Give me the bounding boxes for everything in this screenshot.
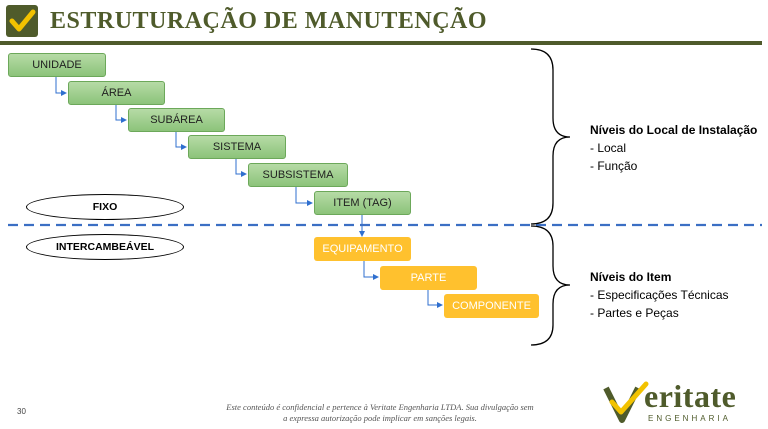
confidentiality-line-1: Este conteúdo é confidencial e pertence … — [226, 402, 534, 412]
brace-local — [530, 48, 571, 225]
zone-label-intercambeavel: INTERCAMBEÁVEL — [26, 234, 184, 260]
item-group-item: - Partes e Peças — [590, 306, 679, 320]
brand-logo: eritate ENGENHARIA — [602, 378, 762, 424]
connector-area-subarea — [115, 104, 127, 123]
connector-subsistema-item — [295, 186, 313, 206]
connector-parte-componente — [427, 289, 443, 308]
item-group-title: Níveis do Item — [590, 270, 672, 284]
level-box-componente: COMPONENTE — [444, 294, 539, 318]
connector-unidade-area — [55, 77, 67, 96]
level-box-parte: PARTE — [380, 266, 477, 290]
connector-sistema-subsistema — [235, 158, 247, 177]
confidentiality-line-2: a expressa autorização pode implicar em … — [283, 413, 477, 423]
connector-equipamento-parte — [363, 261, 379, 280]
local-group-title: Níveis do Local de Instalação — [590, 123, 758, 137]
level-box-subarea: SUBÁREA — [128, 108, 225, 132]
zone-label-fixo: FIXO — [26, 194, 184, 220]
item-group-item: - Especificações Técnicas — [590, 288, 729, 302]
level-box-subsistema: SUBSISTEMA — [248, 163, 348, 187]
logo-badge — [6, 5, 38, 37]
connector-subarea-sistema — [175, 131, 187, 150]
level-box-sistema: SISTEMA — [188, 135, 286, 159]
brace-item — [530, 225, 571, 346]
local-group-item: - Local — [590, 141, 627, 155]
level-box-item-tag: ITEM (TAG) — [314, 191, 411, 215]
confidentiality-note: Este conteúdo é confidencial e pertence … — [175, 402, 585, 424]
local-group: Níveis do Local de Instalação - Local - … — [590, 121, 757, 175]
level-box-area: ÁREA — [68, 81, 165, 105]
level-box-unidade: UNIDADE — [8, 53, 106, 77]
page-title: ESTRUTURAÇÃO DE MANUTENÇÃO — [50, 8, 488, 34]
local-group-item: - Função — [590, 159, 638, 173]
title-rule — [0, 41, 762, 45]
check-logo-icon — [9, 9, 36, 32]
veritate-v-icon — [603, 381, 649, 423]
brand-subtitle: ENGENHARIA — [648, 414, 731, 423]
brand-name: eritate — [644, 378, 737, 414]
item-group: Níveis do Item - Especificações Técnicas… — [590, 268, 729, 322]
page-number: 30 — [17, 407, 26, 416]
level-box-equipamento: EQUIPAMENTO — [314, 237, 411, 261]
